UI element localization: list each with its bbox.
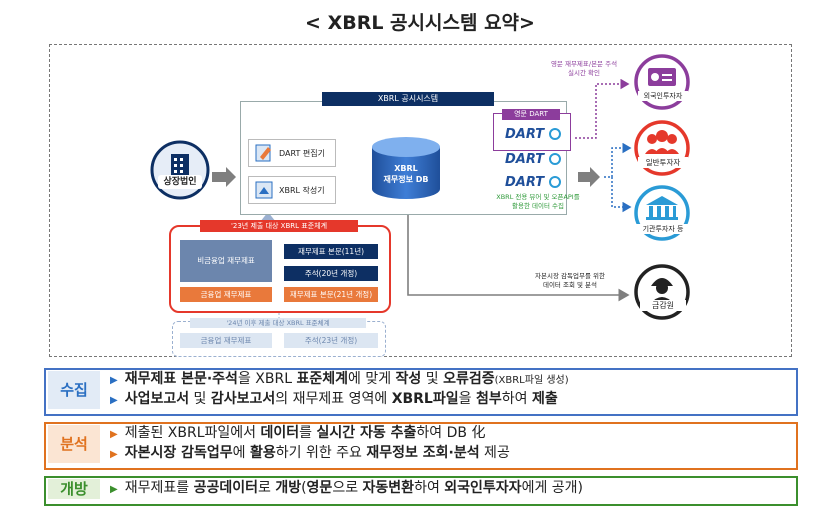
statements-2021: 재무제표 본문(21년 개정): [284, 287, 378, 302]
english-dart-logo: DART: [505, 127, 545, 142]
xbrl-writer-box: XBRL 작성기: [248, 176, 336, 204]
taxonomy-2024-title: '24년 이후 제출 대상 XBRL 표준체계: [190, 318, 366, 328]
dart-editor-label: DART 편집기: [279, 149, 325, 158]
bullet-triangle-icon: ▶: [110, 484, 118, 495]
collect-row: [44, 368, 798, 416]
dart-logo-2: DART: [505, 152, 545, 167]
page-title: < XBRL 공시시스템 요약>: [305, 12, 535, 34]
dart-swoosh-icon: [549, 176, 561, 188]
arrow-dart-to-investors: [578, 167, 600, 187]
fin-statements: 금융업 재무제표: [180, 287, 272, 302]
fin-statements-2024: 금융업 재무제표: [180, 333, 272, 348]
connector-general: [604, 142, 632, 178]
collect-line-1: ▶재무제표 본문·주석을 XBRL 표준체계에 맞게 작성 및 오류검증(XBR…: [110, 371, 569, 387]
connector-fss: [407, 213, 630, 302]
api-note: XBRL 전용 뷰어 및 오픈API를 활용한 데이터 수집: [496, 193, 580, 210]
foreign-investor-icon: [634, 54, 690, 110]
bullet-triangle-icon: ▶: [110, 429, 118, 440]
database-icon: [372, 137, 440, 199]
institutional-investor-label: 기관투자자 등: [636, 224, 690, 234]
open-line-1: ▶재무제표를 공공데이터로 개방(영문으로 자동변환하여 외국인투자자에게 공개…: [110, 480, 583, 496]
analyze-line-2: ▶자본시장 감독업무에 활용하기 위한 주요 재무정보 조회·분석 제공: [110, 445, 510, 461]
listed-company-label: 상장법인: [158, 175, 202, 189]
diagram-frame: [49, 44, 792, 357]
analyze-line-1: ▶제출된 XBRL파일에서 데이터를 실시간 자동 추출하여 DB 化: [110, 425, 486, 441]
database-label: XBRL 재무정보 DB: [383, 164, 429, 184]
open-label: 개방: [48, 479, 100, 499]
english-note: 영문 재무제표/본문 주석 실시간 확인: [550, 60, 618, 77]
fss-icon: [634, 264, 690, 320]
analyze-row: [44, 422, 798, 470]
bullet-triangle-icon: ▶: [110, 449, 118, 460]
nonfin-statements: 비금융업 재무제표: [180, 240, 272, 282]
taxonomy-2023-title: '23년 제출 대상 XBRL 표준체계: [200, 220, 358, 232]
collect-label: 수집: [48, 371, 100, 409]
arrow-listed-to-system: [212, 167, 236, 187]
analyze-label: 분석: [48, 425, 100, 463]
writer-icon: [255, 181, 273, 199]
collect-line-2: ▶사업보고서 및 감사보고서의 재무제표 영역에 XBRL파일을 첨부하여 제출: [110, 391, 558, 407]
connector-foreign: [575, 78, 630, 139]
fss-note: 자본시장 감독업무를 위한 데이터 조회 및 분석: [535, 272, 605, 289]
arrow-taxonomy-to-writer: [260, 212, 276, 222]
dart-editor-box: DART 편집기: [248, 139, 336, 167]
fss-label: 금감원: [640, 300, 686, 311]
general-investor-label: 일반투자자: [638, 157, 688, 168]
dart-swoosh-icon: [549, 153, 561, 165]
connector-institutional: [611, 177, 632, 213]
dart-swoosh-icon: [549, 128, 561, 140]
bullet-triangle-icon: ▶: [110, 375, 118, 386]
foreign-investor-label: 외국인투자자: [638, 91, 688, 101]
bullet-triangle-icon: ▶: [110, 395, 118, 406]
editor-icon: [255, 144, 271, 162]
notes-2023: 주석(23년 개정): [284, 333, 378, 348]
listed-company-icon: [150, 140, 210, 200]
notes-2020: 주석(20년 개정): [284, 266, 378, 281]
statements-2011: 재무제표 본문(11년): [284, 244, 378, 259]
dart-logo-3: DART: [505, 175, 545, 190]
xbrl-system-title: XBRL 공시시스템: [322, 92, 494, 106]
english-dart-title: 영문 DART: [502, 109, 560, 120]
open-row: [44, 476, 798, 506]
xbrl-writer-label: XBRL 작성기: [279, 186, 325, 195]
